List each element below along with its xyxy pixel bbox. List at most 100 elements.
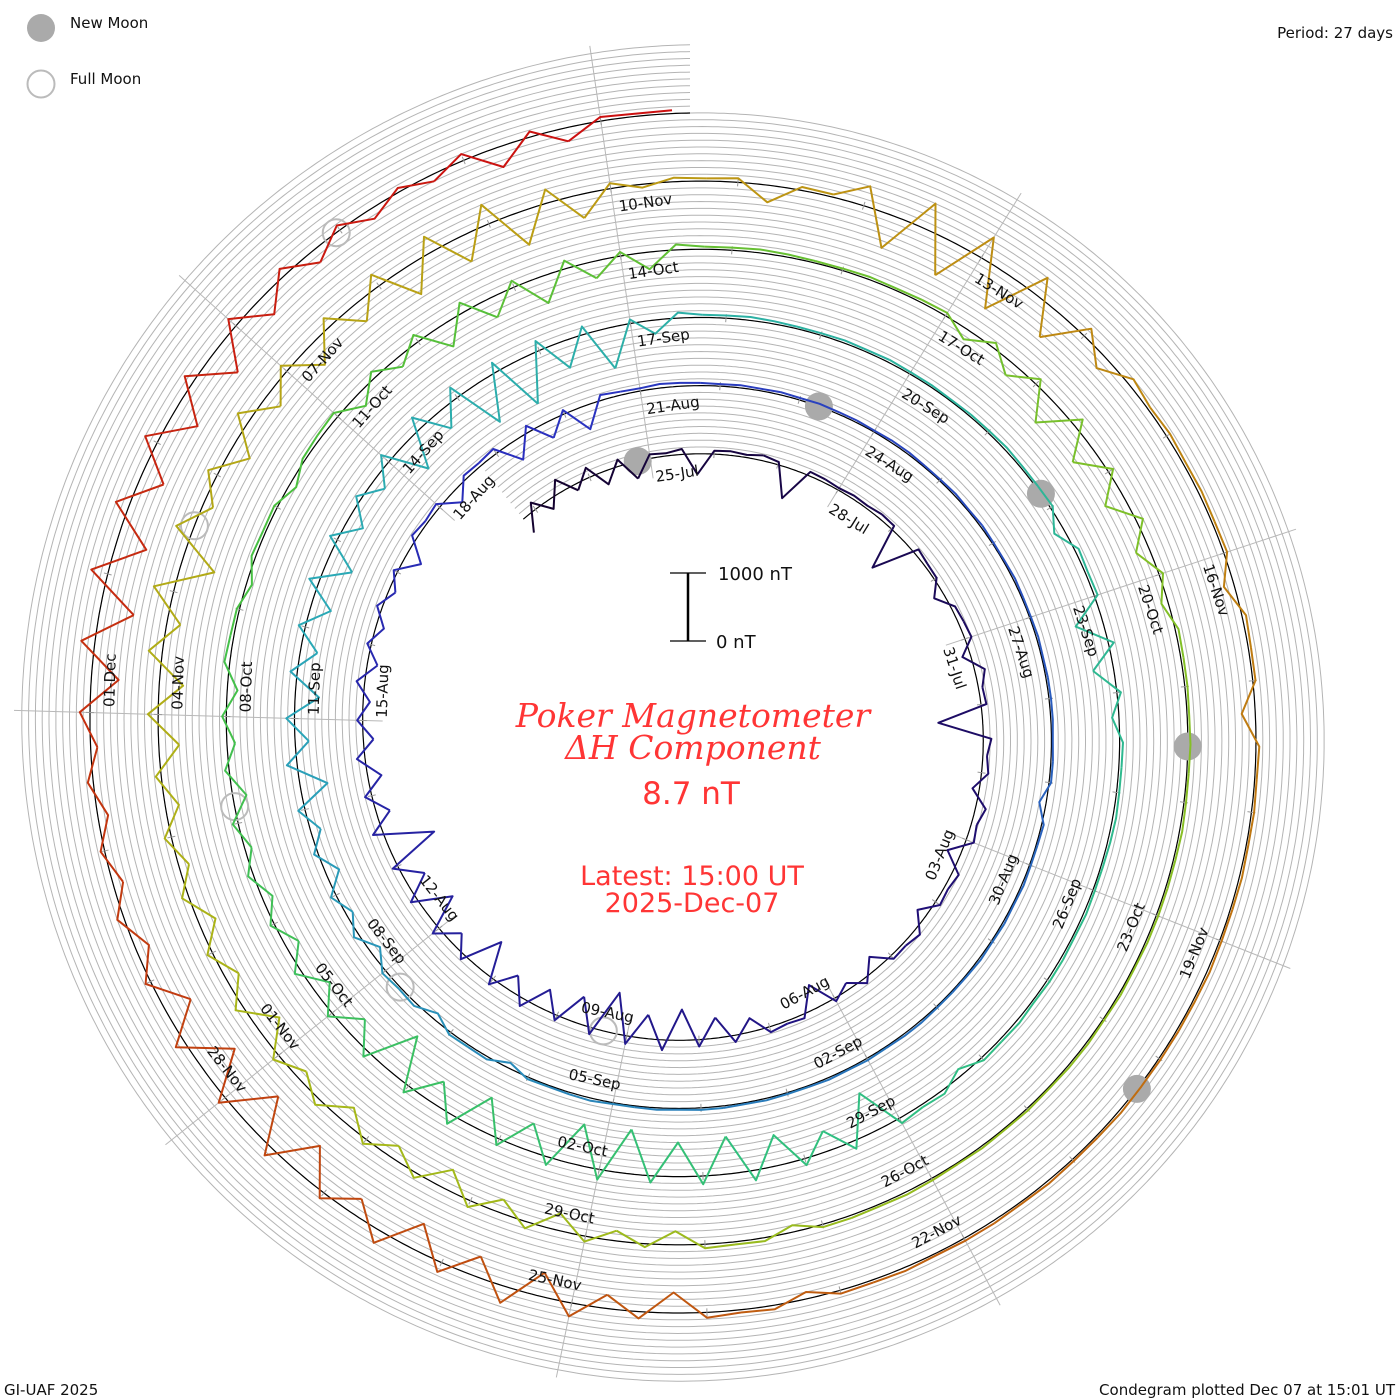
trace-day-segment: [366, 591, 396, 666]
trace-day-segment: [637, 448, 699, 480]
date-label: 25-Jul: [654, 462, 700, 486]
date-label: 28-Jul: [826, 500, 872, 538]
radial-date-line: [827, 192, 1022, 508]
trace-day-segment: [351, 911, 400, 990]
date-label: 28-Nov: [203, 1043, 251, 1096]
trace-day-segment: [90, 483, 164, 616]
trace-day-segment: [700, 381, 781, 394]
new-moon-marker: [1173, 732, 1202, 761]
trace-day-segment: [702, 313, 799, 328]
date-label: 05-Sep: [567, 1065, 622, 1093]
trace-day-segment: [297, 571, 353, 654]
trace-day-segment: [885, 991, 954, 1049]
trace-day-segment: [577, 458, 639, 491]
trace-day-segment: [1096, 1030, 1180, 1139]
date-label: 08-Sep: [363, 915, 410, 968]
trace-day-segment: [224, 742, 253, 849]
date-label: 01-Nov: [256, 1000, 304, 1053]
trace-day-segment: [78, 614, 135, 748]
trace-day-segment: [763, 454, 826, 500]
trace-day-segment: [1072, 461, 1144, 553]
trace-day-segment: [467, 1046, 549, 1088]
day-tick: [100, 849, 109, 853]
trace-day-segment: [1000, 959, 1064, 1043]
day-tick: [270, 921, 279, 927]
trace-day-segment: [459, 933, 519, 986]
trace-day-segment: [247, 847, 300, 942]
date-label: 23-Sep: [1069, 603, 1103, 659]
trace-day-segment: [86, 746, 124, 883]
day-tick: [987, 938, 995, 944]
trace-day-segment: [634, 1106, 724, 1111]
trace-day-segment: [851, 1163, 959, 1219]
day-tick: [611, 1098, 615, 1107]
full-moon-legend-label: Full Moon: [70, 70, 141, 88]
grid-spiral-line: [62, 85, 1284, 1341]
grid-spiral-line: [41, 64, 1305, 1362]
day-tick: [486, 219, 491, 228]
trace-day-segment: [1213, 521, 1252, 648]
trace-day-segment: [740, 1281, 874, 1314]
trace-day-segment: [630, 1129, 727, 1186]
day-tick: [584, 1232, 587, 1241]
trace-day-segment: [144, 371, 238, 485]
day-tick: [321, 1189, 327, 1197]
scale-bottom-label: 0 nT: [716, 632, 757, 653]
trace-day-segment: [355, 738, 391, 812]
trace-day-segment: [552, 390, 621, 439]
trace-day-segment: [234, 973, 307, 1073]
day-tick: [103, 572, 112, 576]
full-moon-marker: [179, 511, 209, 541]
full-moon-marker: [588, 1016, 618, 1046]
new-moon-legend-label: New Moon: [70, 14, 148, 32]
trace-day-segment: [478, 424, 555, 464]
trace-day-segment: [583, 176, 707, 219]
day-tick: [367, 643, 376, 647]
trace-day-segment: [922, 1040, 1003, 1109]
trace-day-segment: [807, 1047, 887, 1089]
trace-day-segment: [207, 405, 281, 508]
trace-day-segment: [1092, 670, 1124, 768]
date-label: 04-Nov: [168, 656, 188, 710]
day-tick: [619, 252, 622, 261]
grid-spiral-line: [28, 51, 1318, 1375]
date-label: 05-Oct: [311, 959, 357, 1010]
trace-day-segment: [1177, 909, 1234, 1032]
trace-day-segment: [181, 864, 240, 975]
trace-day-segment: [606, 1291, 742, 1320]
trace-day-segment: [547, 1085, 635, 1109]
day-tick: [936, 477, 943, 484]
trace-day-segment: [957, 1088, 1050, 1165]
day-tick: [169, 590, 178, 594]
day-tick: [300, 808, 310, 811]
chart-title: Poker Magnetometer: [515, 696, 873, 735]
trace-day-segment: [595, 243, 705, 279]
latest-time: Latest: 15:00 UT: [580, 861, 804, 892]
day-tick: [785, 1088, 789, 1097]
date-label: 01-Dec: [100, 653, 120, 707]
trace-day-segment: [221, 634, 239, 744]
day-tick: [283, 368, 291, 375]
radial-date-lines: [14, 45, 1297, 1378]
chart-subtitle: ΔH Component: [563, 728, 822, 767]
trace-day-segment: [822, 1092, 924, 1150]
day-tick: [587, 473, 592, 482]
footer-credit: GI-UAF 2025: [4, 1381, 98, 1399]
trace-day-segment: [724, 1130, 824, 1182]
day-tick: [436, 504, 444, 511]
full-moon-legend-icon: [26, 69, 56, 99]
trace-day-segment: [433, 130, 569, 183]
trace-day-segment: [372, 809, 436, 874]
day-tick: [768, 1022, 772, 1031]
day-tick: [333, 537, 342, 543]
trace-day-segment: [872, 1222, 995, 1284]
trace-day-segment: [449, 361, 539, 429]
trace-day-segment: [924, 465, 983, 527]
trace-day-segment: [1074, 571, 1115, 672]
day-tick: [537, 346, 542, 355]
date-label: 14-Oct: [627, 258, 680, 283]
day-tick: [385, 458, 393, 465]
day-tick: [988, 540, 997, 547]
date-label: 10-Nov: [618, 190, 674, 216]
trace-day-segment: [696, 449, 764, 475]
